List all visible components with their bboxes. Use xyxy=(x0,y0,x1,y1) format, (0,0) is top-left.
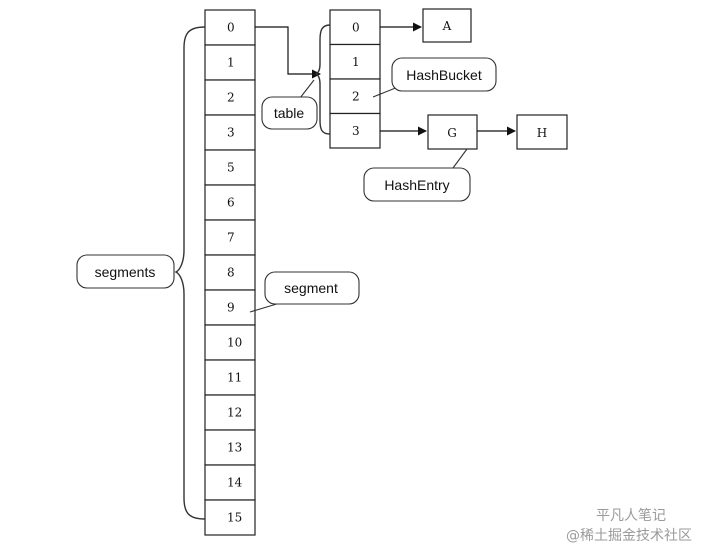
segments-cell: 5 xyxy=(204,149,256,186)
table-cell-box xyxy=(329,43,381,80)
watermark: 平凡人笔记 @稀土掘金技术社区 xyxy=(566,508,692,544)
entry-node-a: A xyxy=(422,8,472,43)
segments-cell-box xyxy=(204,359,256,396)
segments-cell: 7 xyxy=(204,219,256,256)
segments-cell: 13 xyxy=(204,429,256,466)
watermark-line-1: 平凡人笔记 xyxy=(596,508,666,524)
segments-callout: segments xyxy=(76,254,175,289)
segments-cell-box xyxy=(204,464,256,501)
entry-label-g: G xyxy=(447,126,457,140)
segments-cell: 9 xyxy=(204,289,256,326)
segments-cell-index: 0 xyxy=(227,21,235,35)
segments-cell: 11 xyxy=(204,359,256,396)
segments-cell-index: 7 xyxy=(227,231,235,245)
segments-cell-index: 9 xyxy=(227,301,235,315)
entry-node-g: G xyxy=(427,114,478,150)
segments-cell: 10 xyxy=(204,324,256,361)
segment-to-table-arrow xyxy=(255,26,321,79)
segments-cell: 2 xyxy=(204,79,256,116)
segments-cell-index: 10 xyxy=(227,336,242,350)
segments-cell: 6 xyxy=(204,184,256,221)
segments-cell-index: 15 xyxy=(227,511,242,525)
entry-node-h: H xyxy=(516,114,568,150)
hashbucket-callout-pointer xyxy=(372,86,399,98)
table-cell: 0 xyxy=(329,9,381,46)
hashbucket-callout-label: HashBucket xyxy=(406,67,482,83)
segments-cell-box xyxy=(204,499,256,536)
watermark-line-2: @稀土掘金技术社区 xyxy=(566,528,692,544)
segments-cell: 14 xyxy=(204,464,256,501)
segments-cell-index: 13 xyxy=(227,441,242,455)
segments-cell-box xyxy=(204,44,256,81)
segment-callout-label: segment xyxy=(284,280,338,296)
hashentry-callout-pointer xyxy=(452,148,468,169)
segment-callout: segment xyxy=(264,271,360,305)
table-callout-label: table xyxy=(274,105,305,121)
segments-callout-label: segments xyxy=(95,264,156,280)
segments-cell: 12 xyxy=(204,394,256,431)
table-callout-pointer xyxy=(299,79,315,99)
segments-cell-index: 11 xyxy=(227,371,242,385)
table-cell-index: 0 xyxy=(352,20,360,34)
table-array: 0 1 2 3 xyxy=(329,9,381,149)
segments-cell-box xyxy=(204,184,256,221)
segments-cell: 15 xyxy=(204,499,256,536)
segments-cell-index: 1 xyxy=(227,56,235,70)
segments-cell-box xyxy=(204,114,256,151)
segments-cell-box xyxy=(204,324,256,361)
table-cell-index: 2 xyxy=(352,89,360,103)
hashbucket-callout: HashBucket xyxy=(391,57,497,92)
segments-cell: 0 xyxy=(204,9,256,46)
segments-cell-index: 6 xyxy=(227,196,235,210)
entry-label-h: H xyxy=(537,126,547,140)
segments-cell: 8 xyxy=(204,254,256,291)
table-cell-box xyxy=(329,78,381,115)
table-cell-index: 1 xyxy=(352,55,360,69)
segments-cell-index: 2 xyxy=(227,91,235,105)
entry-label-a: A xyxy=(442,19,452,33)
table-cell-index: 3 xyxy=(352,124,360,138)
segments-cell-box xyxy=(204,394,256,431)
segments-cell: 1 xyxy=(204,44,256,81)
segments-cell-index: 8 xyxy=(227,266,235,280)
segments-brace xyxy=(174,26,206,520)
table-cell: 1 xyxy=(329,43,381,80)
hashentry-callout-label: HashEntry xyxy=(384,177,449,193)
table-cell-box xyxy=(329,9,381,46)
segments-cell-index: 14 xyxy=(227,476,243,490)
segments-cell-index: 5 xyxy=(227,161,235,175)
hashentry-callout: HashEntry xyxy=(363,167,471,202)
table-brace xyxy=(314,24,331,135)
table-cell: 2 xyxy=(329,78,381,115)
segments-cell-index: 3 xyxy=(227,126,235,140)
segments-cell: 3 xyxy=(204,114,256,151)
segments-cell-index: 12 xyxy=(227,406,242,420)
segments-cell-box xyxy=(204,254,256,291)
table-cell-box xyxy=(329,112,381,149)
table-cell: 3 xyxy=(329,112,381,149)
table-callout: table xyxy=(261,96,318,130)
